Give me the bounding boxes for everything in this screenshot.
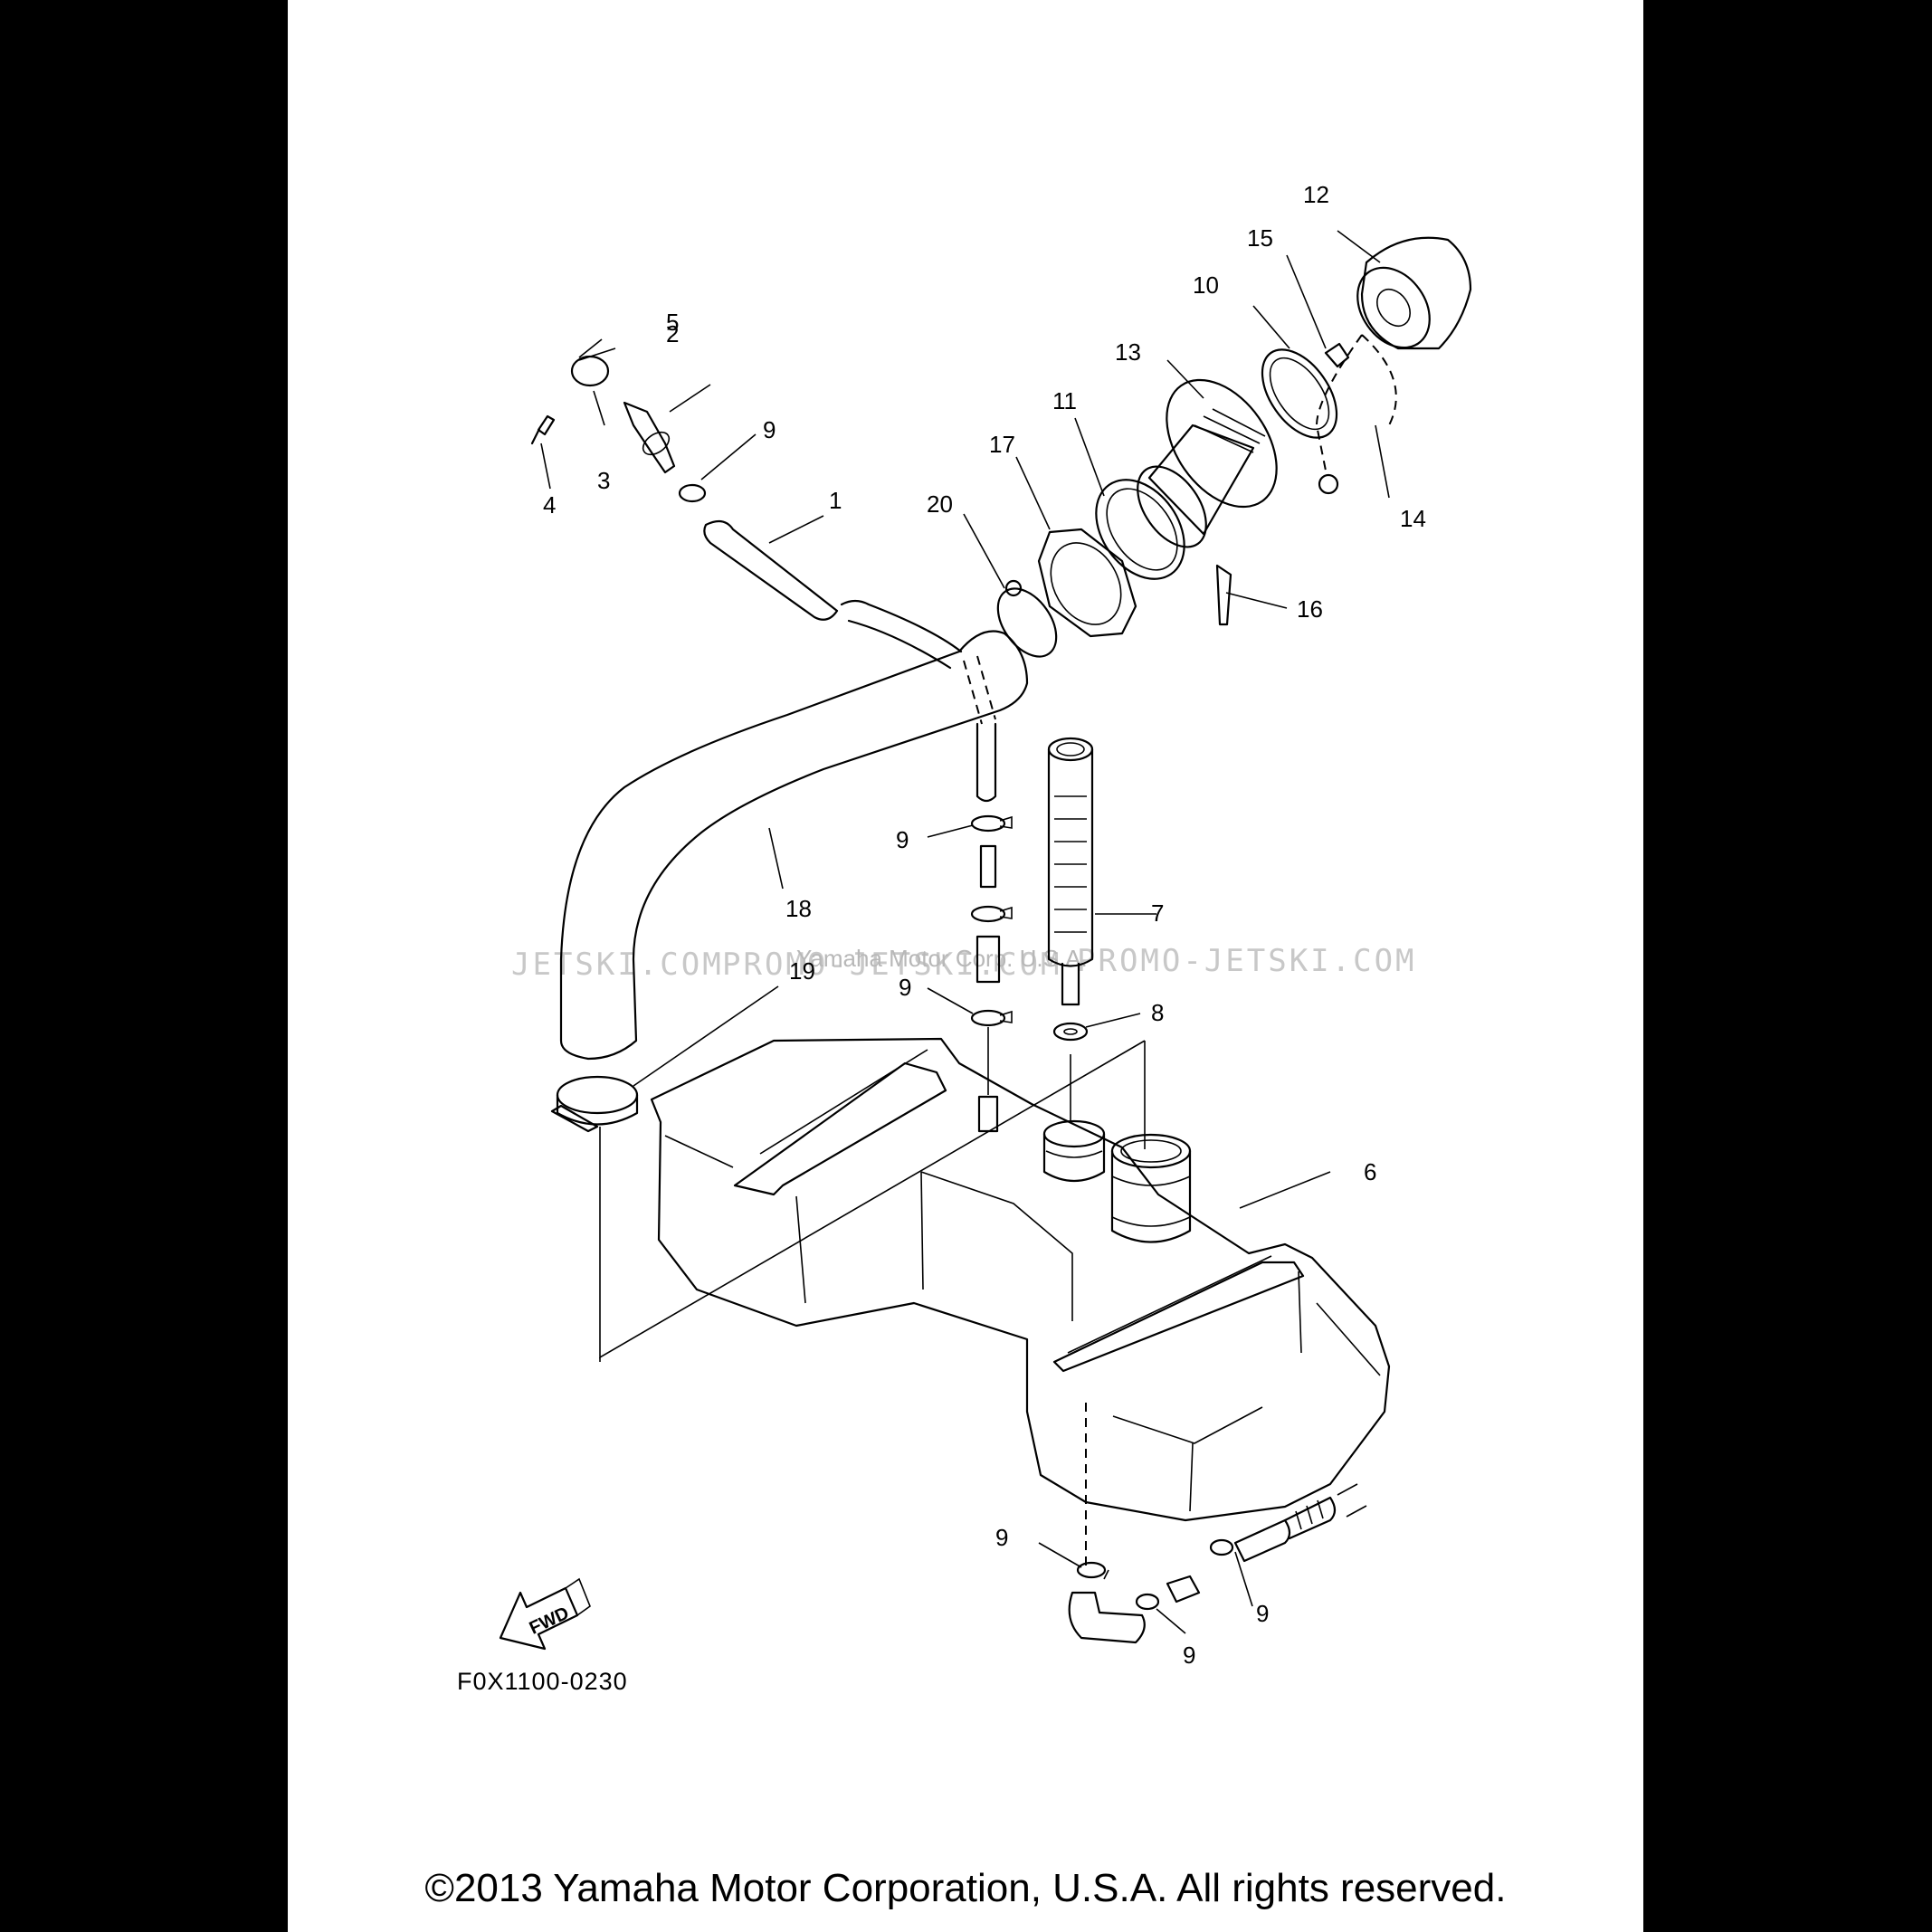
callout-9-top: 9 — [763, 416, 776, 443]
fuel-tank-part — [650, 1037, 1391, 1522]
callout-10: 10 — [1193, 271, 1219, 299]
watermark-right: PROMO-JETSKI.COM — [1077, 943, 1417, 979]
watermark-faint: Yamaha Motor Corp. U.S.A. — [796, 945, 1088, 972]
callout-18: 18 — [785, 895, 812, 922]
copyright-notice: ©2013 Yamaha Motor Corporation, U.S.A. A… — [424, 1866, 1507, 1910]
chain-part — [1315, 334, 1397, 495]
ring-part — [1095, 479, 1185, 580]
callout-leaders — [540, 230, 1390, 1634]
callout-2: 2 — [666, 320, 679, 347]
callout-15: 15 — [1247, 224, 1273, 252]
fwd-label: FWD — [527, 1604, 573, 1639]
tank-neck-small — [1042, 1119, 1106, 1182]
callout-9-bottom: 9 — [1183, 1642, 1195, 1669]
filler-neck-part — [1137, 378, 1278, 548]
callout-5: 5 — [666, 309, 679, 336]
fuel-filter-part — [1047, 737, 1094, 1006]
callout-20: 20 — [927, 490, 953, 518]
callout-11: 11 — [1052, 387, 1077, 414]
nut-part — [1037, 528, 1137, 638]
callout-19: 19 — [789, 957, 815, 985]
fuel-cap-part — [1356, 236, 1472, 350]
vent-line-clamps — [970, 814, 1013, 1133]
callout-16: 16 — [1297, 595, 1323, 623]
callout-6: 6 — [1364, 1158, 1376, 1185]
screw-part — [1324, 342, 1350, 368]
hose-band-part — [550, 1075, 639, 1133]
callout-12: 12 — [1303, 181, 1329, 208]
grommet-part — [1052, 1022, 1089, 1042]
callout-7: 7 — [1151, 899, 1164, 927]
filler-hose-part — [559, 630, 1029, 1061]
clamp-top-part — [678, 483, 707, 503]
callout-3: 3 — [597, 467, 610, 494]
callout-1: 1 — [829, 487, 842, 514]
vent-hose-part — [703, 519, 997, 803]
watermark-left: JETSKI.COM — [511, 947, 724, 983]
callout-4: 4 — [543, 491, 556, 519]
callout-8: 8 — [1151, 999, 1164, 1026]
callout-9-middle: 9 — [899, 974, 911, 1001]
watermark: JETSKI.COM PROMO-JETSKI.COM PROMO-JETSKI… — [511, 943, 1417, 983]
callout-numbers: 2 5 3 4 9 1 6 7 8 9 9 9 9 9 10 11 12 13 … — [543, 181, 1426, 1669]
forward-arrow-icon: FWD — [499, 1577, 591, 1651]
packing-part — [1261, 348, 1338, 439]
fuel-outlet-fittings — [1135, 1483, 1367, 1611]
rivet-part — [1215, 564, 1232, 626]
rivet-small-part — [530, 414, 556, 445]
callout-9-bottom-left: 9 — [995, 1524, 1008, 1551]
assembly-lines — [599, 1040, 1146, 1362]
callout-14: 14 — [1400, 505, 1426, 532]
clamp-part — [996, 579, 1058, 658]
callout-13: 13 — [1115, 338, 1141, 366]
callout-17: 17 — [989, 431, 1015, 458]
drain-elbow-part — [1068, 1403, 1146, 1644]
callout-9-bottom-right: 9 — [1256, 1600, 1269, 1627]
check-valve-part — [623, 401, 676, 474]
tank-neck-large — [1110, 1133, 1192, 1243]
holder-part — [570, 338, 610, 387]
callout-9-upper: 9 — [896, 826, 909, 853]
watermark-middle: PROMO-JETSKI.COM — [722, 947, 1062, 983]
figure-code: F0X1100-0230 — [457, 1668, 628, 1695]
